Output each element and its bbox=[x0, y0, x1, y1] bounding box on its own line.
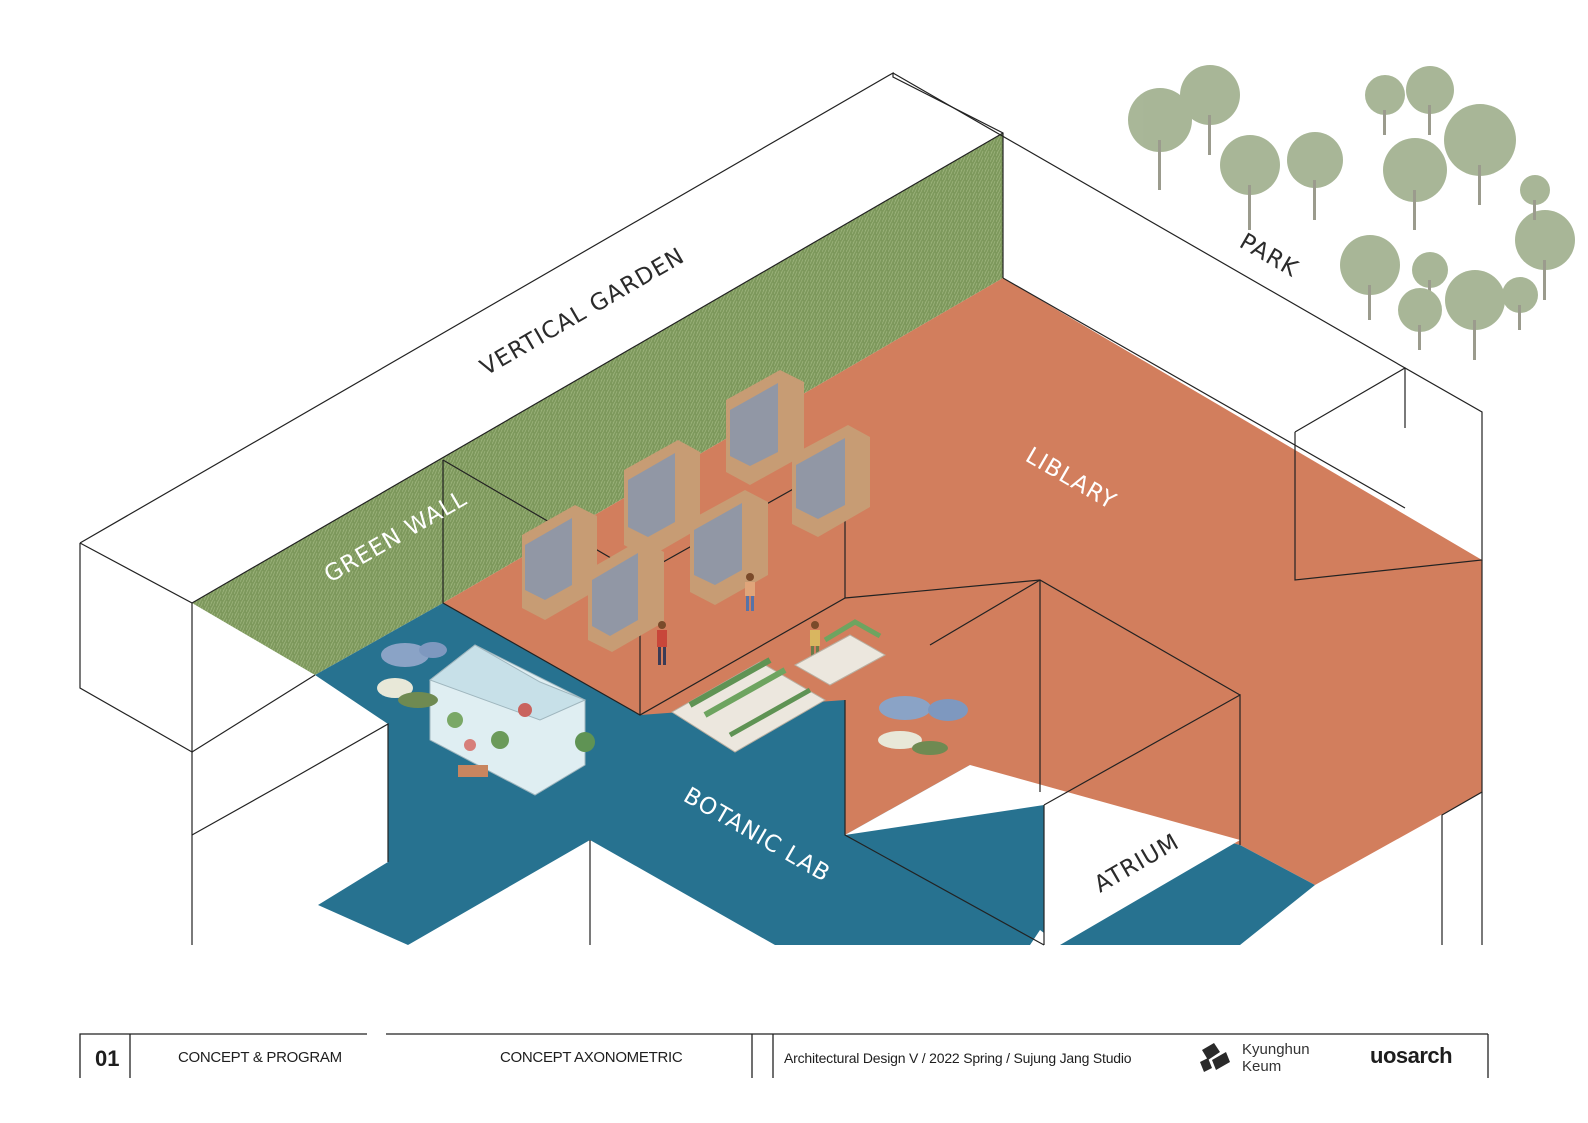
tree bbox=[1287, 132, 1343, 220]
tree bbox=[1220, 135, 1280, 230]
planter-cluster-left bbox=[377, 642, 447, 708]
tree bbox=[1128, 88, 1192, 190]
tree bbox=[1445, 270, 1505, 360]
person bbox=[745, 573, 755, 611]
bookshelves bbox=[522, 370, 870, 652]
planter-cluster-right bbox=[878, 696, 968, 755]
bookshelf bbox=[726, 370, 804, 485]
footer-frame bbox=[79, 1033, 1489, 1078]
bookshelf bbox=[588, 540, 664, 652]
tree bbox=[1340, 235, 1400, 320]
green-wall-surface bbox=[192, 133, 1003, 675]
tree bbox=[1180, 65, 1240, 155]
bookshelf bbox=[624, 440, 700, 558]
park-label: PARK bbox=[1235, 229, 1303, 283]
person bbox=[657, 621, 667, 665]
author-logo-icon bbox=[1200, 1043, 1230, 1072]
tree bbox=[1383, 138, 1447, 230]
tree bbox=[1520, 175, 1550, 220]
tree bbox=[1444, 104, 1516, 205]
tree bbox=[1398, 288, 1442, 350]
bookshelf bbox=[522, 505, 597, 620]
building-outline bbox=[79, 71, 1483, 946]
people bbox=[657, 573, 820, 665]
atrium-void bbox=[845, 765, 1240, 945]
tree bbox=[1502, 277, 1538, 330]
park-trees bbox=[1128, 65, 1575, 360]
bookshelf bbox=[792, 425, 870, 537]
tree bbox=[1365, 75, 1405, 135]
hydroponic-tables bbox=[671, 619, 887, 753]
tree bbox=[1406, 66, 1454, 135]
tree bbox=[1515, 210, 1575, 300]
greenhouse bbox=[428, 644, 595, 796]
